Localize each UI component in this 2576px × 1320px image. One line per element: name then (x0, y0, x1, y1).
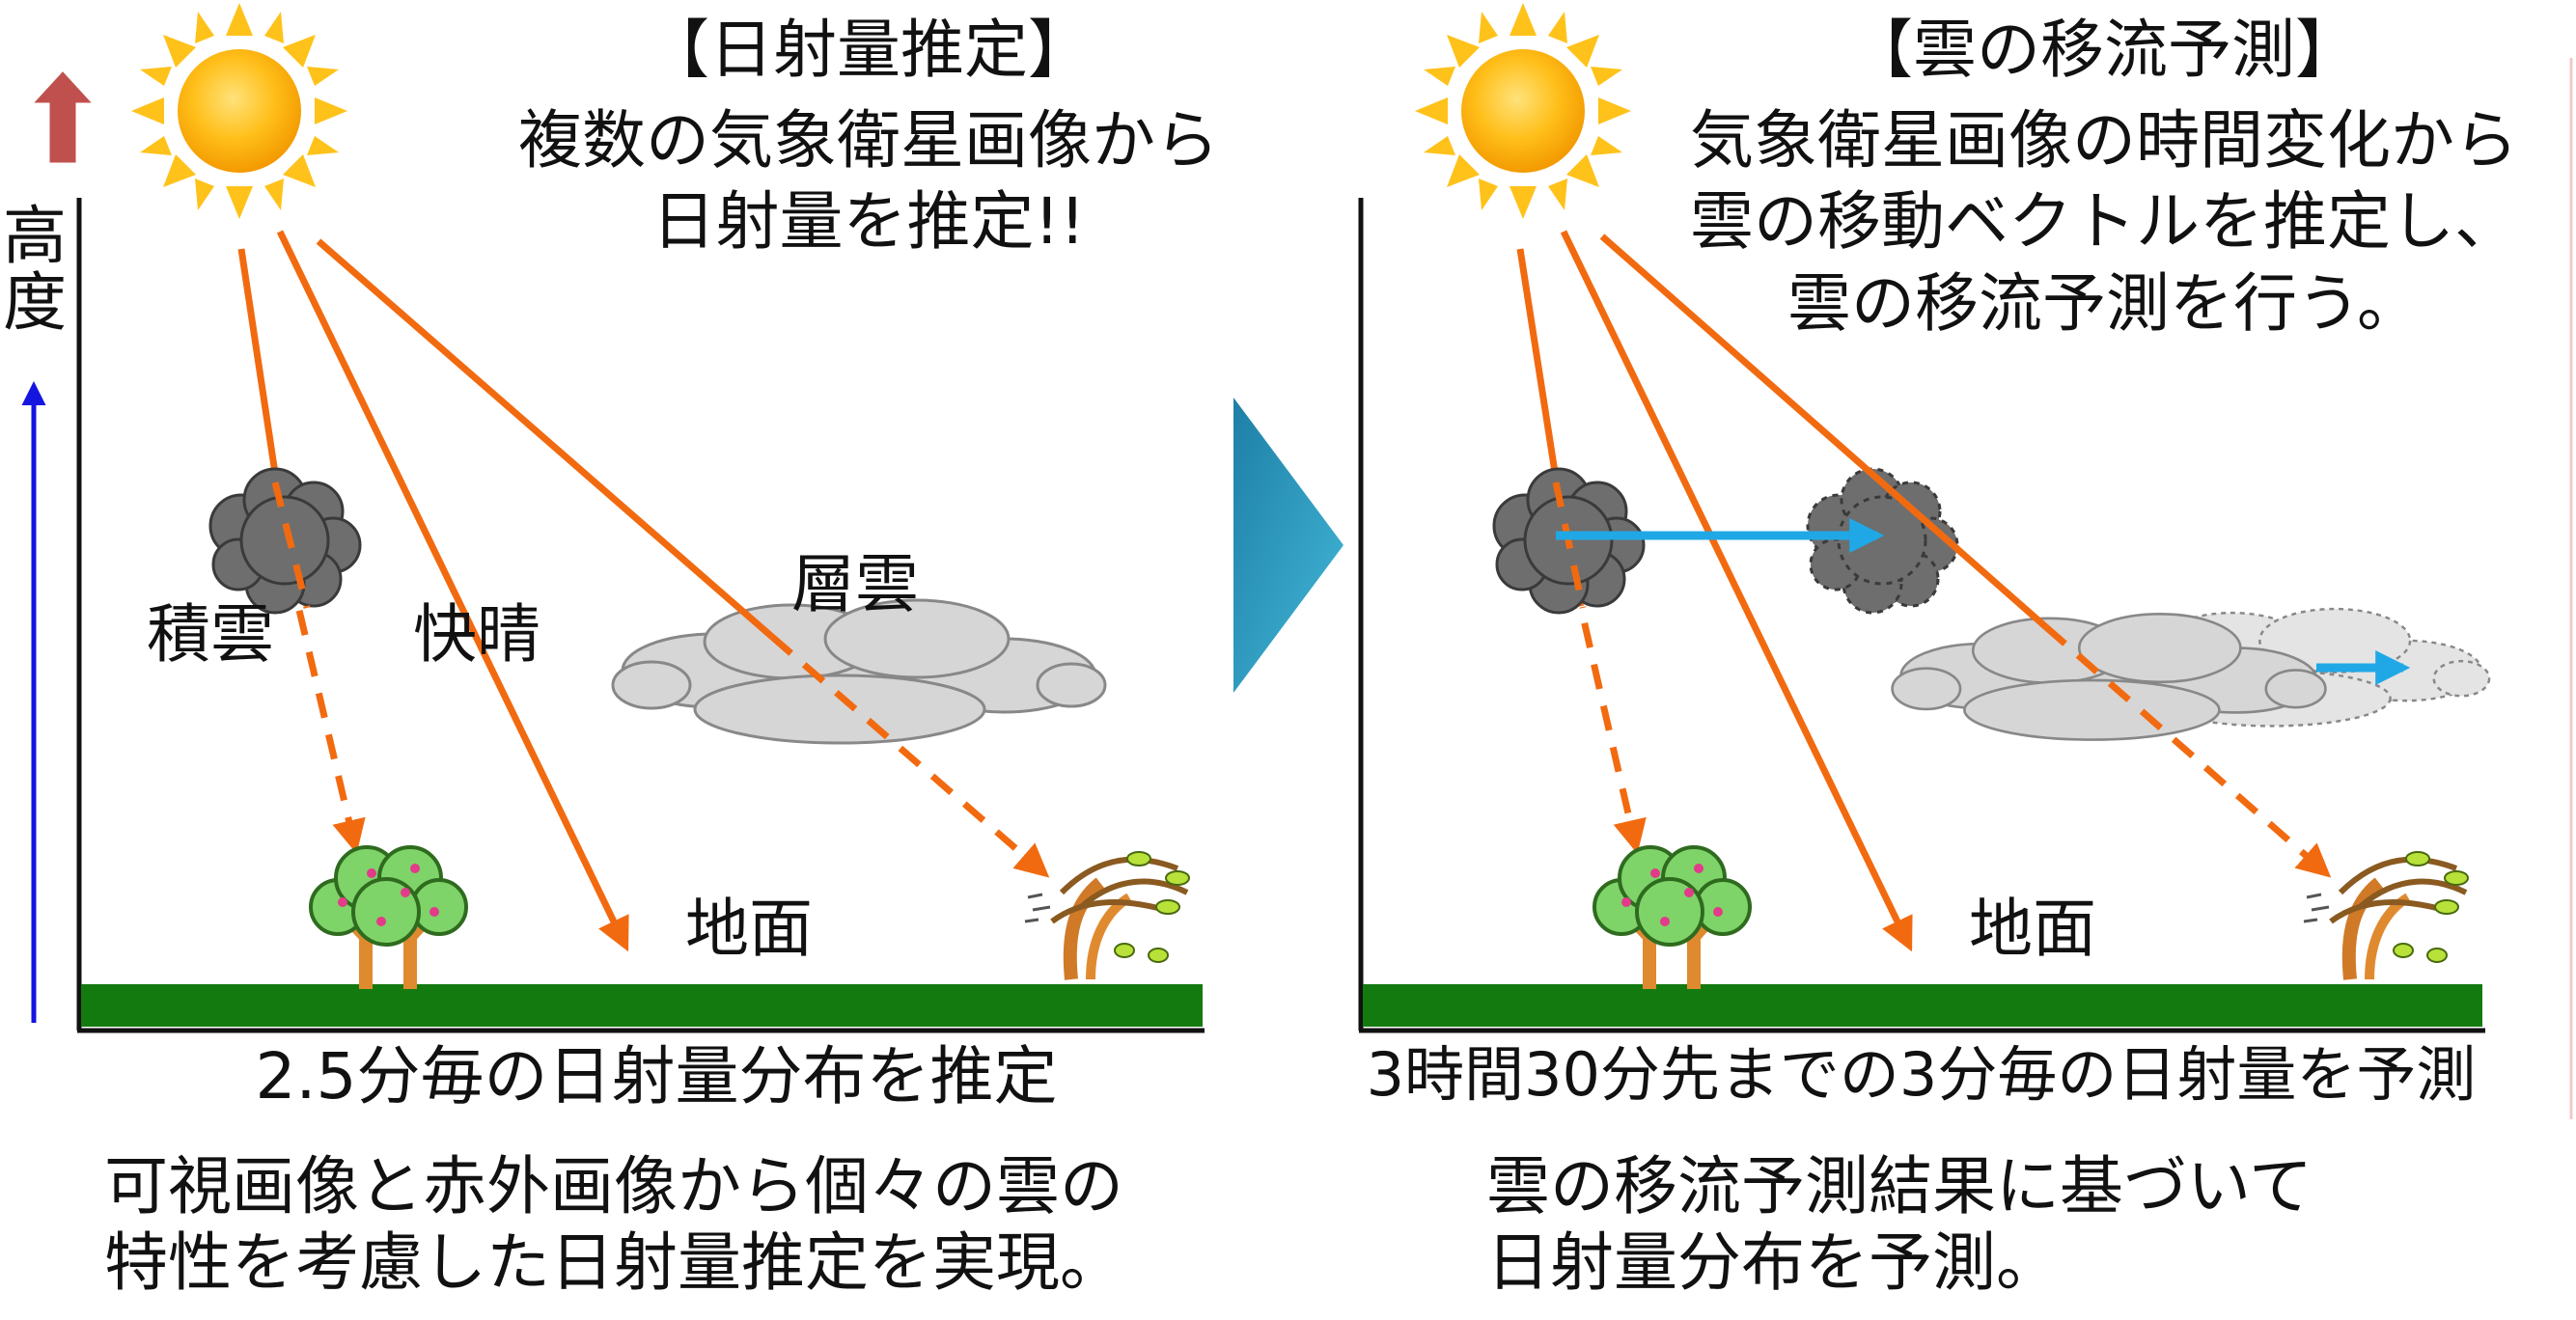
right-ground (1363, 984, 2482, 1027)
left-panel-caption: 2.5分毎の日射量分布を推定 (255, 1039, 1058, 1114)
right-panel-description: 雲の移流予測結果に基づいて 日射量分布を予測。 (1486, 1149, 2313, 1301)
left-cumulus-cloud-icon (208, 467, 362, 615)
left-label-ground: 地面 (685, 892, 813, 966)
left-tree-icon (311, 847, 466, 989)
right-panel-body: 気象衛星画像の時間変化から 雲の移動ベクトルを推定し、 雲の移流予測を行う。 (1690, 103, 2518, 341)
left-ground (81, 984, 1203, 1027)
right-windblown-tree-icon (2304, 852, 2468, 979)
right-tree-icon (1594, 847, 1750, 989)
label-clear-sky: 快晴 (413, 597, 540, 672)
left-panel-description: 可視画像と赤外画像から個々の雲の 特性を考慮した日射量推定を実現。 (104, 1149, 1123, 1301)
right-panel-caption: 3時間30分先までの3分毎の日射量を予測 (1366, 1039, 2477, 1110)
right-sun-icon (1415, 3, 1631, 219)
right-ray-through-cumulus (1552, 481, 1587, 609)
left-windblown-tree-icon (1025, 852, 1189, 979)
left-ray-stratus-lower (769, 634, 1050, 878)
right-ray-stratus-upper (1599, 234, 2049, 630)
right-cumulus-cloud-future-icon (1806, 467, 1959, 615)
left-ray-cumulus-lower (286, 568, 366, 854)
right-ray-stratus-lower (2043, 624, 2332, 878)
left-sun-icon (131, 3, 347, 219)
left-ray-clear (276, 230, 629, 952)
right-label-ground: 地面 (1969, 892, 2096, 966)
right-panel-title: 【雲の移流予測】 (1849, 13, 2359, 87)
left-ray-stratus-upper (316, 238, 775, 640)
left-panel (76, 3, 1205, 1033)
right-ray-clear (1560, 230, 1913, 952)
label-cumulus: 積雲 (147, 597, 274, 672)
altitude-up-arrow (27, 67, 98, 166)
left-ray-through-cumulus (271, 481, 311, 609)
label-stratus: 層雲 (791, 547, 919, 621)
left-panel-body: 複数の気象衛星画像から 日射量を推定!! (518, 103, 1219, 260)
altitude-label: 高 度 (3, 199, 67, 341)
chevron-right-icon (1233, 398, 1343, 693)
right-panel (1358, 3, 2491, 1033)
left-stratus-cloud-icon (611, 598, 1107, 745)
left-panel-title: 【日射量推定】 (646, 13, 1092, 87)
